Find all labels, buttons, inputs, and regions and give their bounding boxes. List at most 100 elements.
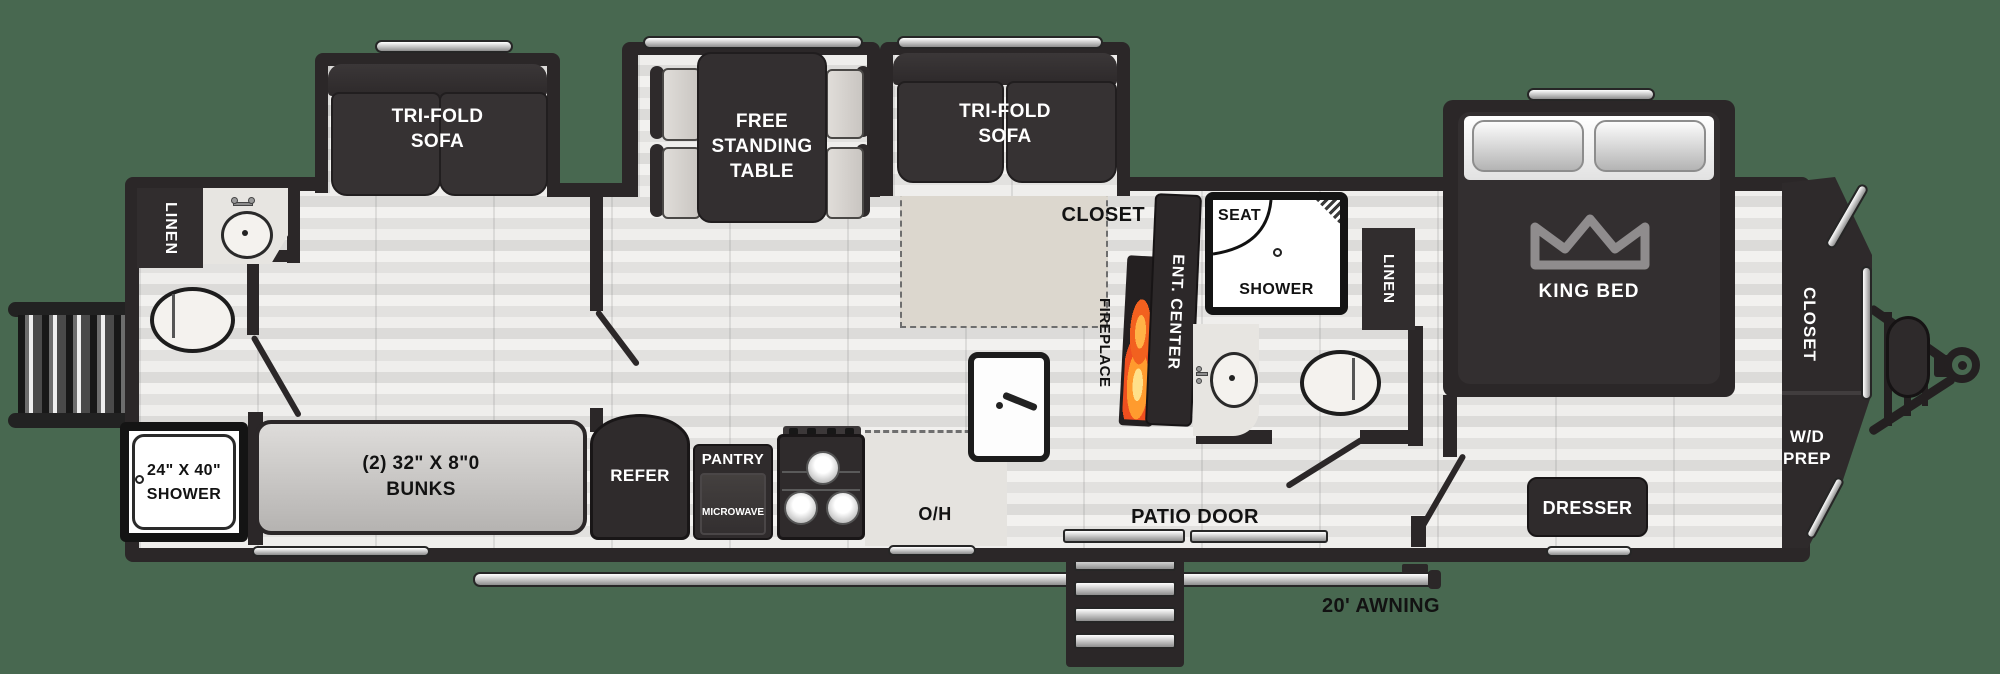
grab-handle [897,36,1103,49]
grab-handle [375,40,513,53]
bunk-sofa-back [328,64,547,96]
bunk-sofa-label-line2: SOFA [410,131,465,152]
refer-label: REFER [610,466,670,485]
rear-shower-size: 24" X 40" [147,462,221,479]
rear-sink [221,211,273,259]
bunk-sofa-cushion [331,92,441,196]
pantry-label: PANTRY [701,451,765,468]
interior-wall [1443,395,1457,457]
rear-shower-label: SHOWER [146,486,222,503]
rear-steps [8,302,135,428]
awning-end-tab [1402,564,1428,573]
rear-steps-treads [18,315,130,417]
rear-toilet [150,287,235,353]
mid-shower: SEAT SHOWER [1205,192,1348,315]
rear-linen-cabinet: LINEN [137,188,203,268]
patio-door-panel [1063,529,1185,543]
bunks-size-label: (2) 32" X 8"0 [362,453,480,474]
awning-end-cap [1428,570,1441,589]
patio-door-panel [1190,530,1328,543]
mid-faucet-icon [1196,366,1210,384]
bunks-label: BUNKS [386,479,456,500]
stove-burner [806,451,840,485]
pillow [1594,120,1706,172]
stove-knob-strip [783,426,861,437]
living-sofa-cushion [1006,81,1117,183]
mid-sink [1210,352,1258,408]
stove-burner [826,491,860,525]
free-standing-table: FREE STANDING TABLE [697,52,827,223]
door-handle-icon [1001,391,1039,412]
pantry: PANTRY MICROWAVE [693,444,773,540]
pillow [1472,120,1584,172]
dresser-label: DRESSER [1542,498,1633,518]
table-label-line2: STANDING [711,136,813,157]
shower-seat-arc [1213,200,1273,256]
mid-shower-drain [1273,248,1282,257]
microwave-label: MICROWAVE [702,507,765,518]
interior-wall [1360,430,1423,444]
grab-handle [252,546,430,557]
entry-step-tread [1074,633,1176,649]
grab-handle [643,36,863,49]
grab-handle [1861,266,1872,400]
interior-wall [287,191,300,263]
awning-bar [473,572,1437,587]
shower-head-icon [1316,200,1340,224]
dresser: DRESSER [1527,477,1648,537]
crown-icon [1530,214,1650,270]
closet-option-area [900,180,1108,328]
mid-linen-cabinet: LINEN [1362,228,1415,330]
interior-wall [247,250,259,335]
rear-shower: 24" X 40" SHOWER [120,422,248,542]
dining-chair [650,66,664,139]
overhead-label: O/H [918,504,952,524]
king-bed-slideout: KING BED [1443,100,1735,397]
rear-shower-drain [135,475,144,484]
notch-wall [547,183,640,197]
bunks: (2) 32" X 8"0 BUNKS [255,420,587,535]
refrigerator: REFER [590,414,690,540]
mid-linen-label: LINEN [1380,254,1397,304]
front-cap-seam [1782,391,1872,395]
bunk-sofa-label-line1: TRI-FOLD [391,106,484,127]
ent-center-label: ENT. CENTER [1164,253,1187,371]
awning-label: 20' AWNING [1321,595,1440,617]
grab-handle [1527,88,1655,101]
front-closet-label: CLOSET [1800,286,1819,362]
patio-door-label: PATIO DOOR [1131,506,1259,528]
interior-wall [1408,326,1423,446]
rear-faucet-icon [231,197,255,211]
wd-prep-label-line2: PREP [1783,449,1831,468]
entry-steps [1066,547,1184,667]
dining-chair-cushion [826,147,864,219]
grab-handle [888,545,976,556]
stove-burner [784,491,818,525]
hitch-coupler-ring [1944,347,1980,383]
rear-steps-rail-top [8,302,135,317]
mid-seat-label: SEAT [1218,207,1262,224]
interior-wall [590,191,603,311]
living-sofa-back [893,53,1117,85]
wd-prep-label-line1: W/D [1789,427,1825,446]
bunk-sofa-slideout: TRI-FOLD SOFA [315,53,560,196]
stove [777,434,865,540]
mid-shower-label: SHOWER [1239,281,1314,298]
propane-tank [1886,316,1930,398]
entry-step-tread [1074,607,1176,623]
king-bed: KING BED [1458,112,1720,384]
table-label-line3: TABLE [730,161,794,182]
hitch-coupler-pin [1958,361,1967,370]
fireplace-label: FIREPLACE [1096,298,1113,388]
entry-door-leaf [968,352,1050,462]
living-sofa-label-line1: TRI-FOLD [959,101,1051,122]
bunk-sofa-cushion [439,92,548,196]
entry-step-tread [1074,581,1176,597]
living-closet-label: CLOSET [1061,204,1145,226]
king-bed-label: KING BED [1538,281,1640,302]
dining-chair-cushion [662,68,701,141]
rear-linen-label: LINEN [162,201,179,255]
living-sofa-cushion [897,81,1004,183]
microwave: MICROWAVE [700,473,766,535]
